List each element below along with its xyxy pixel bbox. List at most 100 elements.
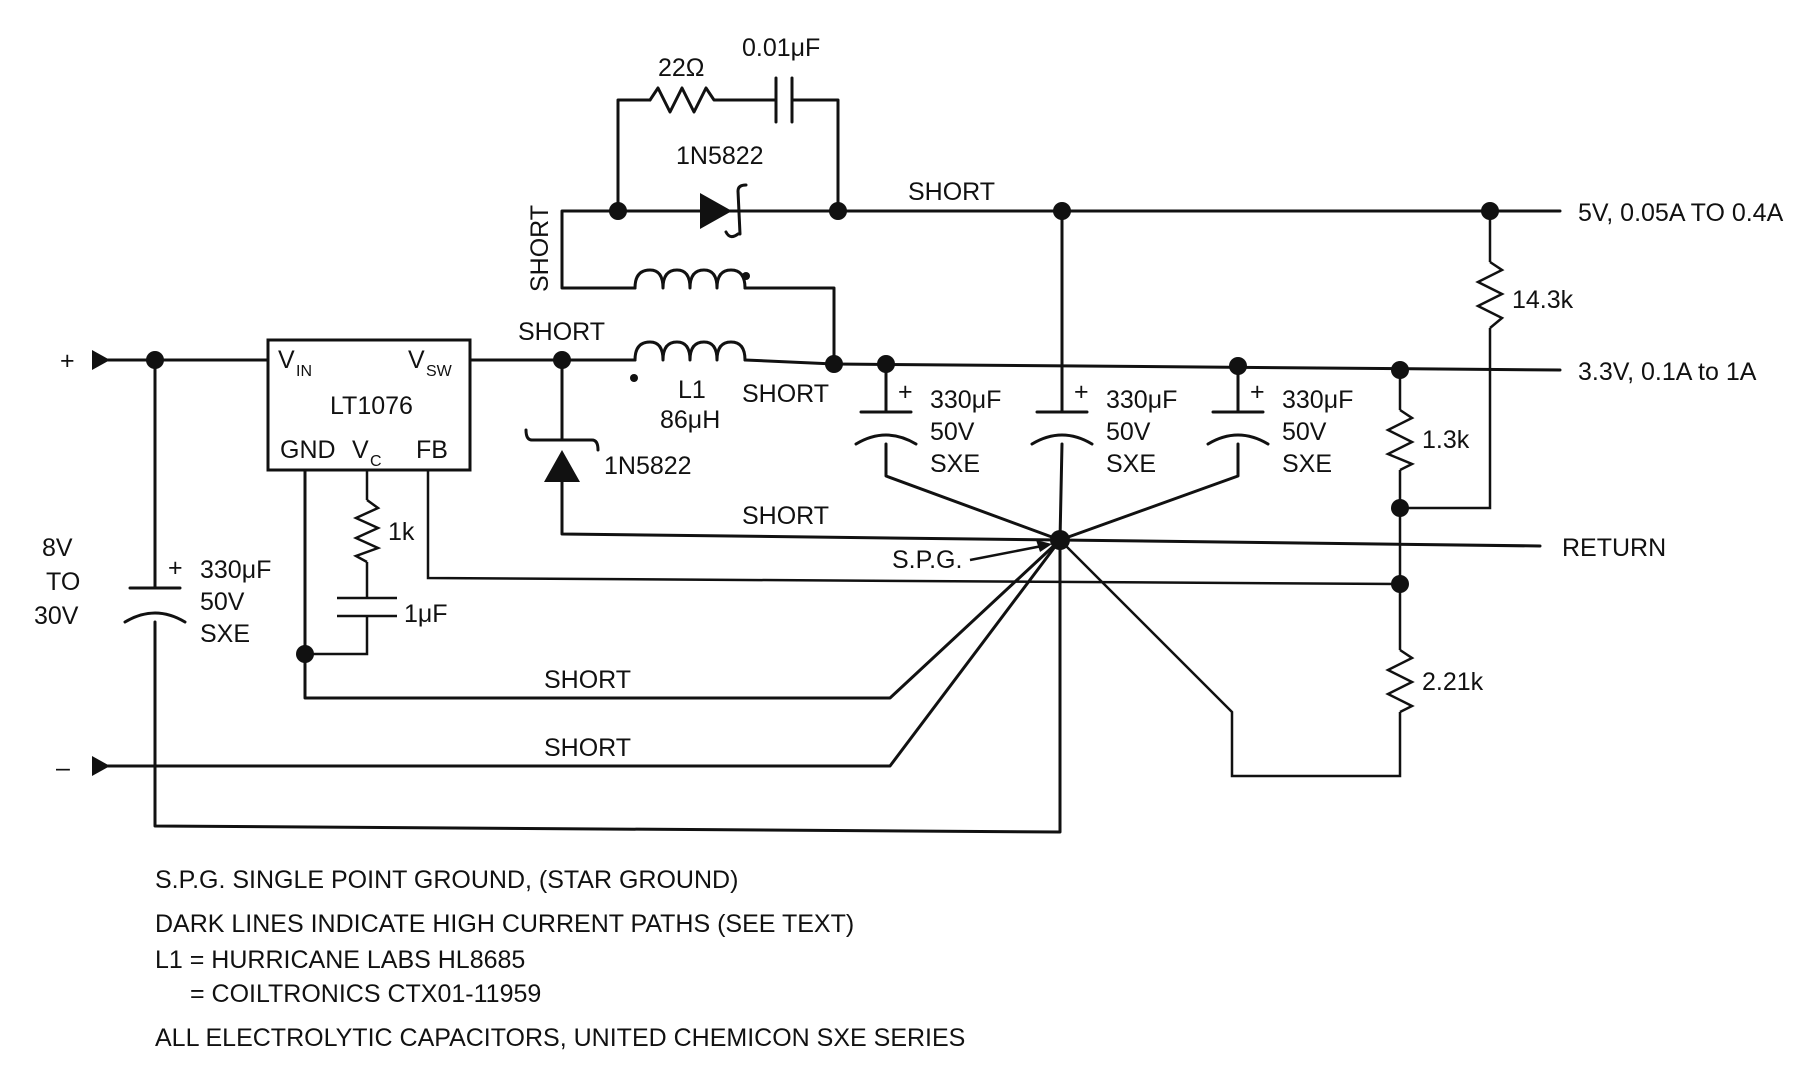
secondary-wire bbox=[743, 286, 836, 366]
input-range-line2: TO bbox=[46, 568, 80, 596]
feedback-resistors: 14.3k 1.3k 2.21k bbox=[1384, 260, 1574, 714]
pin-fb: FB bbox=[416, 436, 448, 464]
short-label: SHORT bbox=[544, 734, 631, 762]
inductors: L1 86μH bbox=[630, 268, 750, 434]
junction-dot bbox=[829, 202, 847, 220]
junction-dot bbox=[877, 355, 895, 373]
resistor-1k3-symbol bbox=[1384, 408, 1416, 472]
short-label: SHORT bbox=[544, 666, 631, 694]
diode-left-symbol bbox=[544, 450, 580, 482]
resistor-2k21-label: 2.21k bbox=[1422, 668, 1484, 696]
cap-input-plus: + bbox=[168, 554, 183, 582]
short-label: SHORT bbox=[742, 380, 829, 408]
vc-network: 1k 1μF bbox=[337, 498, 448, 628]
short-label: SHORT bbox=[908, 178, 995, 206]
cout2-wire-2 bbox=[1058, 442, 1064, 542]
diode-left-cathode-hook bbox=[524, 428, 534, 442]
diode-left-label: 1N5822 bbox=[604, 452, 692, 480]
fb-wire bbox=[426, 470, 1401, 586]
input-range-line1: 8V bbox=[42, 534, 73, 562]
plus-terminal-arrow bbox=[92, 350, 110, 370]
junction-dot bbox=[1229, 357, 1247, 375]
spg-label: S.P.G. bbox=[892, 546, 962, 574]
resistor-1k-label: 1k bbox=[388, 518, 415, 546]
cap-out-2: + 330μF 50V SXE bbox=[1030, 378, 1177, 478]
cap-1uf-label: 1μF bbox=[404, 600, 448, 628]
rail-3v3 bbox=[832, 362, 1562, 372]
cap-out-1-plus: + bbox=[898, 378, 913, 406]
junction-dot bbox=[609, 202, 627, 220]
pin-vin-sub: IN bbox=[296, 363, 312, 380]
cap-out-3-value: 330μF bbox=[1282, 386, 1353, 414]
input-range-line3: 30V bbox=[34, 602, 79, 630]
junctions bbox=[146, 202, 1499, 663]
cap-input-curved-plate bbox=[123, 611, 187, 624]
cap-out-2-curved-plate bbox=[1030, 433, 1094, 446]
l1-value: 86μH bbox=[660, 406, 720, 434]
resistor-1k-symbol bbox=[352, 498, 382, 564]
diode-top-cathode-hook bbox=[724, 230, 740, 239]
junction-dot bbox=[825, 355, 843, 373]
junction-dot bbox=[1391, 575, 1409, 593]
resistor-2k21-symbol bbox=[1385, 648, 1415, 714]
pin-vc-sub: C bbox=[370, 453, 382, 470]
vc-wire-3 bbox=[305, 616, 369, 656]
cap-out-2-plus: + bbox=[1074, 378, 1089, 406]
diode-top: 1N5822 bbox=[676, 142, 764, 239]
output-5v-label: 5V, 0.05A TO 0.4A bbox=[1578, 199, 1784, 227]
notes: S.P.G. SINGLE POINT GROUND, (STAR GROUND… bbox=[155, 866, 965, 1052]
wires bbox=[106, 98, 1562, 834]
minus-label: – bbox=[56, 754, 70, 782]
l1-out-wire bbox=[743, 358, 836, 366]
cap-out-1-series: SXE bbox=[930, 450, 980, 478]
cout1-wire-2 bbox=[884, 442, 1062, 542]
diode-top-cathode bbox=[736, 183, 748, 236]
note-line: S.P.G. SINGLE POINT GROUND, (STAR GROUND… bbox=[155, 866, 738, 894]
short-label-vertical: SHORT bbox=[526, 205, 554, 292]
gnd-wire bbox=[303, 468, 1062, 700]
junction-dot bbox=[1391, 499, 1409, 517]
note-line: L1 = HURRICANE LABS HL8685 bbox=[155, 946, 525, 974]
short-label: SHORT bbox=[742, 502, 829, 530]
return-label: RETURN bbox=[1562, 534, 1666, 562]
l1-name: L1 bbox=[678, 376, 706, 404]
diode-top-label: 1N5822 bbox=[676, 142, 764, 170]
cout3-wire-2 bbox=[1058, 442, 1240, 542]
pin-vsw: V bbox=[408, 346, 425, 374]
l1-winding-symbol bbox=[633, 340, 747, 362]
snubber-wire bbox=[616, 98, 652, 213]
diode-top-symbol bbox=[700, 193, 732, 229]
junction-dot bbox=[553, 351, 571, 369]
cap-out-1-value: 330μF bbox=[930, 386, 1001, 414]
cap-out-1-voltage: 50V bbox=[930, 418, 975, 446]
junction-dot bbox=[1053, 202, 1071, 220]
short-label: SHORT bbox=[518, 318, 605, 346]
spg-node bbox=[1050, 530, 1070, 550]
secondary-dot bbox=[742, 272, 750, 280]
spg-arrow-line bbox=[969, 544, 1043, 562]
ic-name: LT1076 bbox=[330, 392, 413, 420]
note-line: = COILTRONICS CTX01-11959 bbox=[190, 980, 541, 1008]
cap-out-3-series: SXE bbox=[1282, 450, 1332, 478]
resistor-14k3-symbol bbox=[1475, 260, 1505, 329]
junction-dot bbox=[146, 351, 164, 369]
minus-terminal-arrow bbox=[92, 756, 110, 776]
cap-out-2-voltage: 50V bbox=[1106, 418, 1151, 446]
junction-dot bbox=[1391, 361, 1409, 379]
short-jumper bbox=[560, 209, 637, 290]
cap-out-3-plus: + bbox=[1250, 378, 1265, 406]
note-line: ALL ELECTROLYTIC CAPACITORS, UNITED CHEM… bbox=[155, 1024, 965, 1052]
snubber-wire-3 bbox=[801, 98, 840, 213]
l1-dot bbox=[630, 374, 638, 382]
pin-vc: V bbox=[352, 436, 369, 464]
cap-input-series: SXE bbox=[200, 620, 250, 648]
snubber: 22Ω 0.01μF bbox=[648, 34, 820, 124]
input-terminals: + – 8V TO 30V bbox=[34, 347, 110, 782]
resistor-22ohm-label: 22Ω bbox=[658, 54, 705, 82]
pin-vsw-sub: SW bbox=[426, 363, 453, 380]
cap-out-3: + 330μF 50V SXE bbox=[1206, 378, 1353, 478]
cin-wire-2 bbox=[153, 538, 1062, 834]
cap-out-2-series: SXE bbox=[1106, 450, 1156, 478]
plus-label: + bbox=[60, 347, 75, 375]
